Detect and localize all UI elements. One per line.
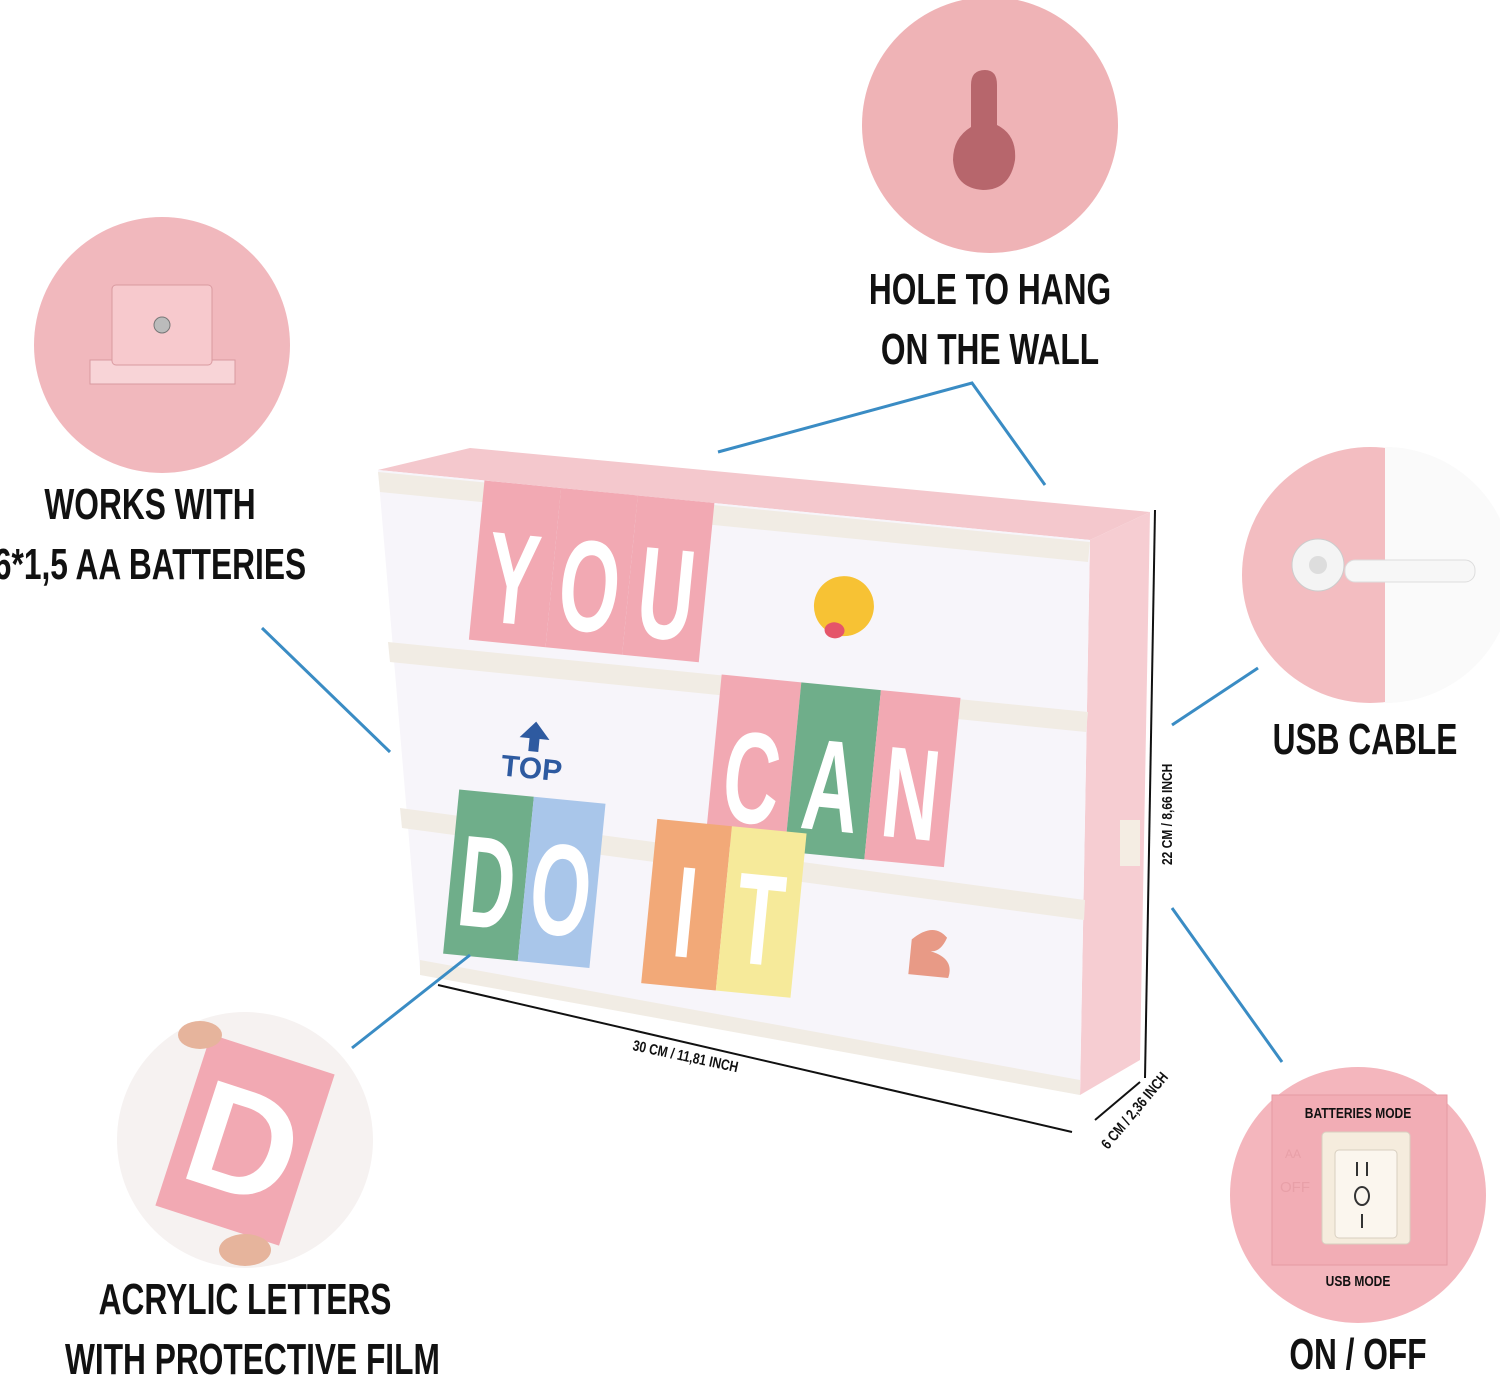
row-2: TOP C A N xyxy=(500,674,961,869)
row-1: Y O U xyxy=(468,480,874,669)
battery-detail-circle xyxy=(34,217,290,473)
height-dimension: 22 CM / 8,66 INCH xyxy=(1159,764,1176,865)
finger-icon xyxy=(178,1021,222,1049)
off-mark: OFF xyxy=(1280,1179,1310,1196)
callout-text: ON / OFF xyxy=(1289,1330,1427,1379)
depth-dimension: 6 CM / 2,36 INCH xyxy=(1098,1069,1172,1152)
batteries-mode-label: BATTERIES MODE xyxy=(1305,1105,1411,1122)
rail xyxy=(420,960,1080,1095)
dimension-lines xyxy=(437,509,1156,1133)
switch-detail-circle: AA OFF BATTERIES MODE USB MODE xyxy=(1230,1067,1486,1323)
top-sign: TOP xyxy=(500,750,564,789)
hang-hole-detail-circle xyxy=(862,0,1118,253)
letter-tile: O xyxy=(552,511,627,662)
callout-text: 6*1,5 AA BATTERIES xyxy=(0,540,307,589)
callout-text: ACRYLIC LETTERS xyxy=(98,1275,392,1324)
callout-text: HOLE TO HANG xyxy=(868,265,1112,314)
batteries-callout: WORKS WITH 6*1,5 AA BATTERIES xyxy=(0,475,330,595)
keyhole-icon xyxy=(953,70,1016,190)
lightbox-side xyxy=(1080,512,1150,1095)
side-switch xyxy=(1120,820,1140,866)
callout-text: ON THE WALL xyxy=(880,325,1100,374)
row-3: D O I T xyxy=(443,789,950,998)
flexed-bicep-icon xyxy=(908,929,950,979)
callout-text: WITH PROTECTIVE FILM xyxy=(65,1335,440,1384)
switch-callout: ON / OFF xyxy=(1178,1325,1500,1385)
callout-lines xyxy=(260,381,1284,1063)
lightbox: Y O U TOP C A N D xyxy=(378,448,1150,1095)
usb-detail-circle xyxy=(1242,447,1500,703)
acrylic-callout: ACRYLIC LETTERS WITH PROTECTIVE FILM xyxy=(65,1270,440,1390)
callout-text: USB CABLE xyxy=(1272,715,1458,764)
arrow-up-icon xyxy=(519,721,550,752)
screw-icon xyxy=(153,316,171,334)
acrylic-letter-detail-circle: D xyxy=(117,1012,373,1268)
usb-callout: USB CABLE xyxy=(1185,710,1500,770)
letter-tile: O xyxy=(524,815,599,966)
hole-callout: HOLE TO HANG ON THE WALL xyxy=(810,260,1170,380)
usb-mode-label: USB MODE xyxy=(1326,1273,1391,1290)
finger-icon xyxy=(219,1234,271,1266)
usb-cable-icon xyxy=(1344,559,1476,583)
winking-emoji-icon xyxy=(813,576,874,637)
aa-mark: AA xyxy=(1285,1147,1301,1161)
callout-text: WORKS WITH xyxy=(44,480,256,529)
switch-symbols-icon xyxy=(1354,1162,1370,1228)
